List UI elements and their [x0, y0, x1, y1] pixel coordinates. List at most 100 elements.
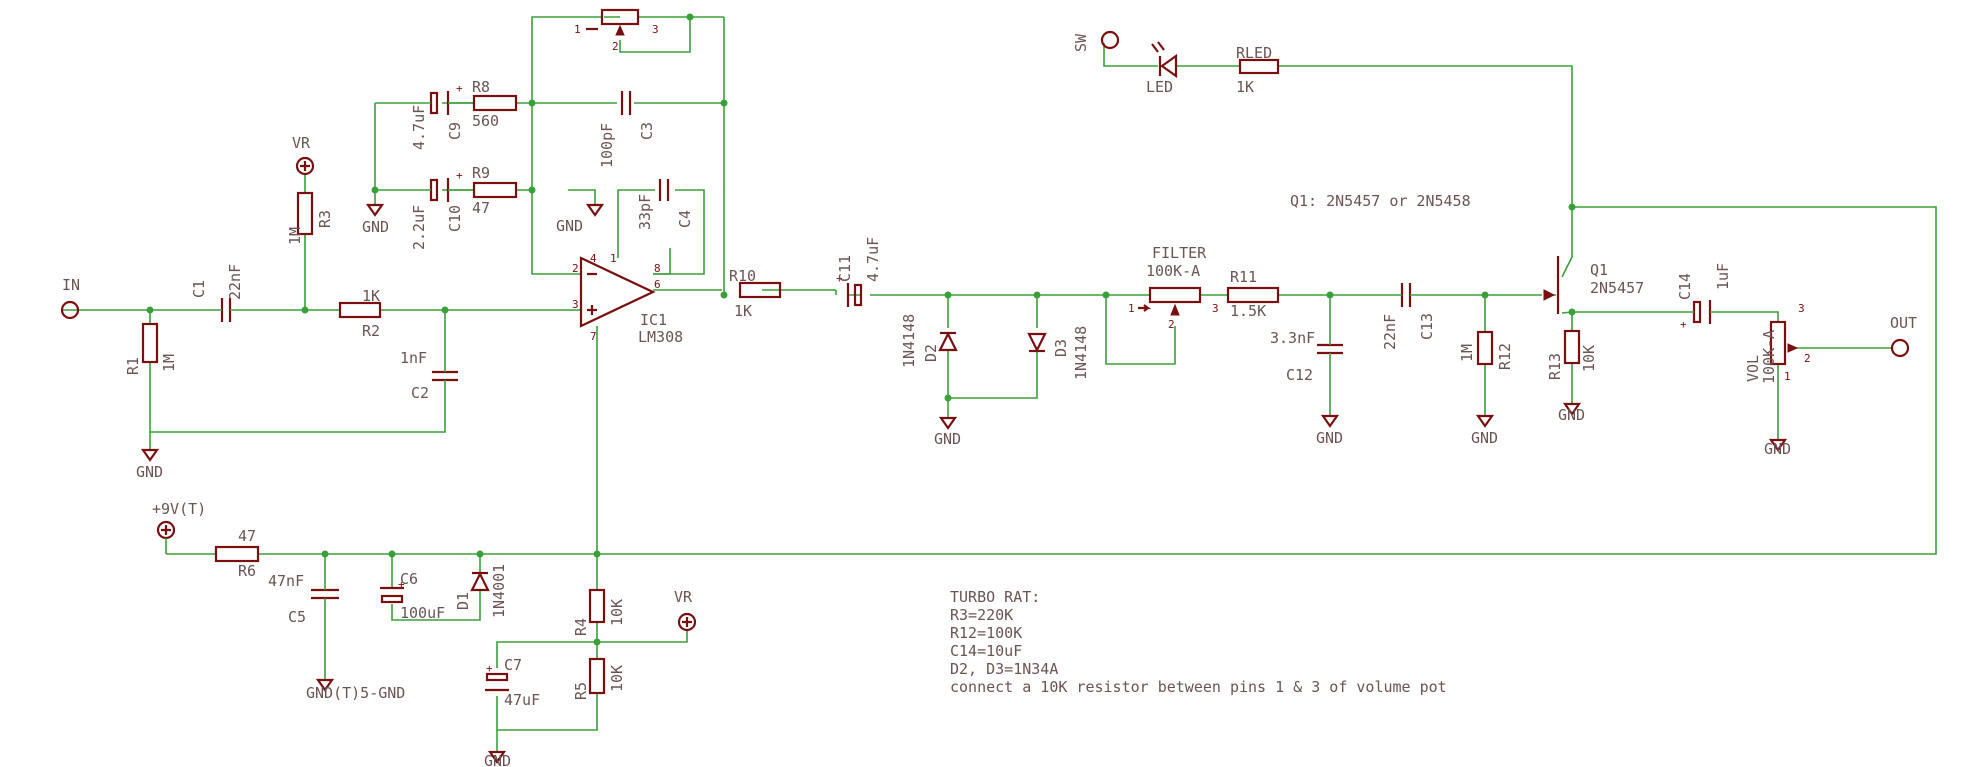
c10-plus: +	[456, 169, 463, 182]
vr-label: VR	[674, 588, 693, 606]
c13-label: C13	[1418, 313, 1436, 340]
d1-label: D1	[454, 592, 472, 610]
junction	[593, 550, 601, 558]
junction	[720, 291, 728, 299]
capacitor-c11	[846, 283, 863, 307]
c5-label: C5	[288, 608, 306, 626]
out-label: OUT	[1890, 314, 1917, 332]
jfet-q1	[1543, 256, 1560, 314]
vol-label: VOL	[1744, 355, 1762, 382]
vol-pin1: 1	[1784, 370, 1791, 383]
gnd-label: GND	[362, 218, 389, 236]
input-terminal	[60, 300, 80, 320]
capacitor-c7	[485, 672, 509, 692]
ground-symbol	[315, 678, 335, 692]
junction	[1326, 291, 1334, 299]
r11-label: R11	[1230, 268, 1257, 286]
ic1-pin2: 2	[572, 262, 579, 275]
output-terminal	[1890, 338, 1910, 358]
junction-dots	[146, 13, 1576, 646]
gnd-label: GND	[556, 217, 583, 235]
d1-value: 1N4001	[490, 564, 508, 618]
c13-value: 22nF	[1381, 314, 1399, 350]
plus9v-label: +9V(T)	[152, 500, 206, 518]
c1-label: C1	[190, 280, 208, 298]
c6-value: 100uF	[400, 604, 445, 622]
resistor-r13	[1563, 329, 1581, 365]
filter-potentiometer	[1138, 286, 1202, 316]
capacitor-c4	[658, 179, 670, 201]
diode-d3	[1027, 332, 1047, 353]
c12-value: 3.3nF	[1270, 329, 1315, 347]
resistor-r11	[1226, 286, 1280, 304]
c11-label: C11	[836, 255, 854, 282]
r9-label: R9	[472, 164, 490, 182]
r4-label: R4	[572, 618, 590, 636]
ground-symbol	[938, 416, 958, 430]
d3-value: 1N4148	[1072, 326, 1090, 380]
note-title: TURBO RAT:	[950, 588, 1040, 606]
ic1-pin7: 7	[590, 330, 597, 343]
fb-pot-pin3: 3	[652, 23, 659, 36]
r8-value: 560	[472, 112, 499, 130]
r3-value: 1M	[286, 227, 304, 245]
vol-pin3: 3	[1798, 302, 1805, 315]
r11-value: 1.5K	[1230, 302, 1266, 320]
resistor-r12	[1476, 330, 1494, 366]
diode-d1	[470, 571, 490, 592]
vr-terminal	[295, 156, 315, 176]
ic1-pin3: 3	[572, 298, 579, 311]
junction	[1568, 203, 1576, 211]
junction	[476, 550, 484, 558]
c5-value: 47nF	[268, 572, 304, 590]
ground-symbol	[1562, 402, 1582, 416]
resistor-rled	[1238, 58, 1280, 75]
resistor-r2	[338, 301, 382, 319]
filter-value: 100K-A	[1146, 262, 1200, 280]
c7-plus: +	[486, 662, 493, 675]
junction	[528, 99, 536, 107]
r6-value: 47	[238, 527, 256, 545]
in-label: IN	[62, 276, 80, 294]
led-label: LED	[1146, 78, 1173, 96]
junction	[528, 186, 536, 194]
turbo-rat-note: TURBO RAT: R3=220K R12=100K C14=10uF D2,…	[950, 588, 1447, 696]
ground-symbol	[585, 203, 605, 217]
resistor-r10	[738, 281, 782, 299]
r13-value: 10K	[1580, 345, 1598, 372]
r13-label: R13	[1546, 353, 1564, 380]
gnd-label: GND	[136, 463, 163, 481]
junction	[593, 638, 601, 646]
junction	[388, 550, 396, 558]
ground-symbol	[1475, 414, 1495, 428]
r4-value: 10K	[608, 599, 626, 626]
volume-potentiometer	[1769, 320, 1799, 366]
c3-label: C3	[638, 122, 656, 140]
gndt-label: GND(T)5-GND	[306, 684, 405, 702]
note-line: R12=100K	[950, 624, 1022, 642]
r1-value: 1M	[160, 354, 178, 372]
junction	[686, 13, 694, 21]
c9-plus: +	[456, 82, 463, 95]
c3-value: 100pF	[598, 123, 616, 168]
gnd-label: GND	[1316, 429, 1343, 447]
junction	[321, 550, 329, 558]
c14-plus: +	[1680, 318, 1687, 331]
junction	[944, 394, 952, 402]
r5-value: 10K	[608, 665, 626, 692]
junction	[944, 291, 952, 299]
junction	[720, 99, 728, 107]
junction	[146, 306, 154, 314]
c1-value: 22nF	[226, 264, 244, 300]
vol-pin2: 2	[1804, 352, 1811, 365]
ground-symbol	[140, 448, 160, 462]
c14-label: C14	[1676, 273, 1694, 300]
c11-plus: +	[836, 272, 843, 285]
ic1-value: LM308	[638, 328, 683, 346]
filter-pin1: 1	[1128, 302, 1135, 315]
c11-value: 4.7uF	[864, 237, 882, 282]
note-line: R3=220K	[950, 606, 1013, 624]
ground-symbol	[487, 750, 507, 764]
switch-terminal	[1100, 30, 1120, 50]
d2-value: 1N4148	[900, 314, 918, 368]
